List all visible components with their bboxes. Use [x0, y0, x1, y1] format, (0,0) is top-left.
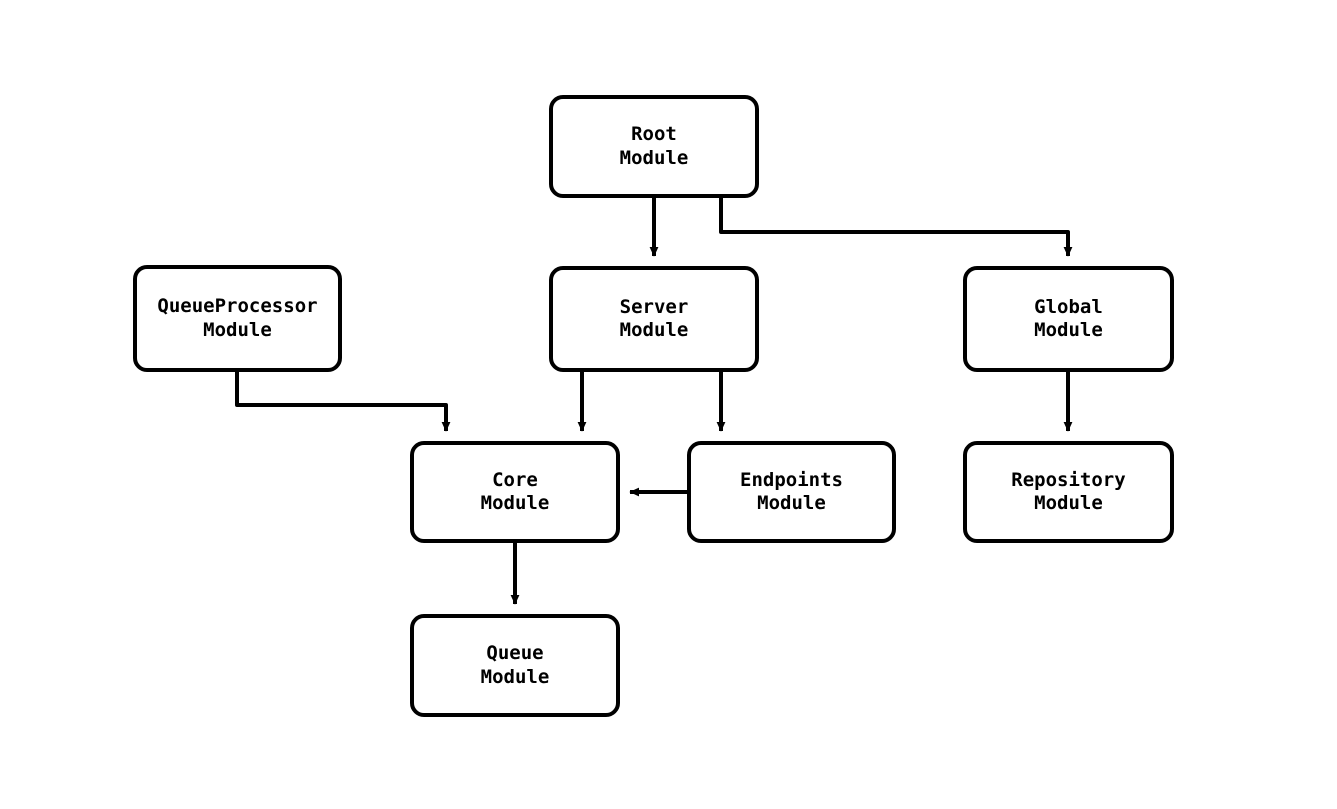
node-global-module-label: Global Module	[1034, 295, 1103, 341]
node-core-module[interactable]: Core Module	[410, 441, 620, 543]
node-queueprocessor-module-label: QueueProcessor Module	[157, 295, 318, 341]
node-repository-module-label: Repository Module	[1011, 468, 1126, 514]
node-repository-module[interactable]: Repository Module	[963, 441, 1174, 543]
node-server-module-label: Server Module	[619, 295, 689, 341]
node-queue-module[interactable]: Queue Module	[410, 614, 620, 717]
edge-root-to-global	[719, 198, 1073, 257]
node-global-module[interactable]: Global Module	[963, 266, 1174, 372]
node-root-module-label: Root Module	[619, 123, 689, 169]
node-endpoints-module[interactable]: Endpoints Module	[687, 441, 896, 543]
node-core-module-label: Core Module	[480, 468, 550, 514]
node-root-module[interactable]: Root Module	[549, 95, 759, 198]
node-endpoints-module-label: Endpoints Module	[740, 468, 843, 514]
edge-queueprocessor-to-core	[235, 372, 451, 432]
node-queue-module-label: Queue Module	[480, 642, 550, 688]
node-queueprocessor-module[interactable]: QueueProcessor Module	[133, 265, 342, 372]
node-server-module[interactable]: Server Module	[549, 266, 759, 372]
